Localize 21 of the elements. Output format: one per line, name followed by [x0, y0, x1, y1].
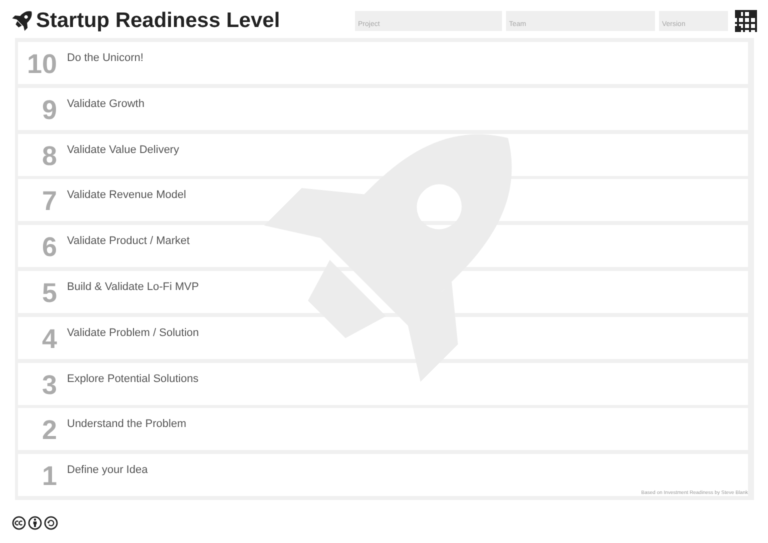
level-number: 7	[42, 187, 57, 215]
level-label: Do the Unicorn!	[67, 52, 144, 65]
level-label: Validate Problem / Solution	[67, 327, 199, 340]
level-number: 4	[42, 325, 57, 353]
level-number: 8	[42, 142, 57, 170]
title: Startup Readiness Level	[36, 8, 280, 33]
level-label: Understand the Problem	[67, 418, 186, 431]
level-number: 3	[42, 371, 57, 399]
level-number: 10	[26, 50, 57, 78]
level-label: Validate Growth	[67, 98, 144, 111]
level-number: 6	[42, 233, 57, 261]
level-number: 9	[42, 96, 57, 124]
level-label: Validate Value Delivery	[67, 144, 180, 157]
level-number: 2	[42, 416, 57, 444]
level-label: Build & Validate Lo-Fi MVP	[67, 281, 199, 294]
level-label: Validate Product / Market	[67, 235, 190, 248]
level-number: 1	[42, 462, 57, 490]
level-number: 5	[42, 279, 57, 307]
level-label: Validate Revenue Model	[67, 189, 186, 202]
level-label: Explore Potential Solutions	[67, 373, 198, 386]
level-label: Define your Idea	[67, 464, 148, 477]
